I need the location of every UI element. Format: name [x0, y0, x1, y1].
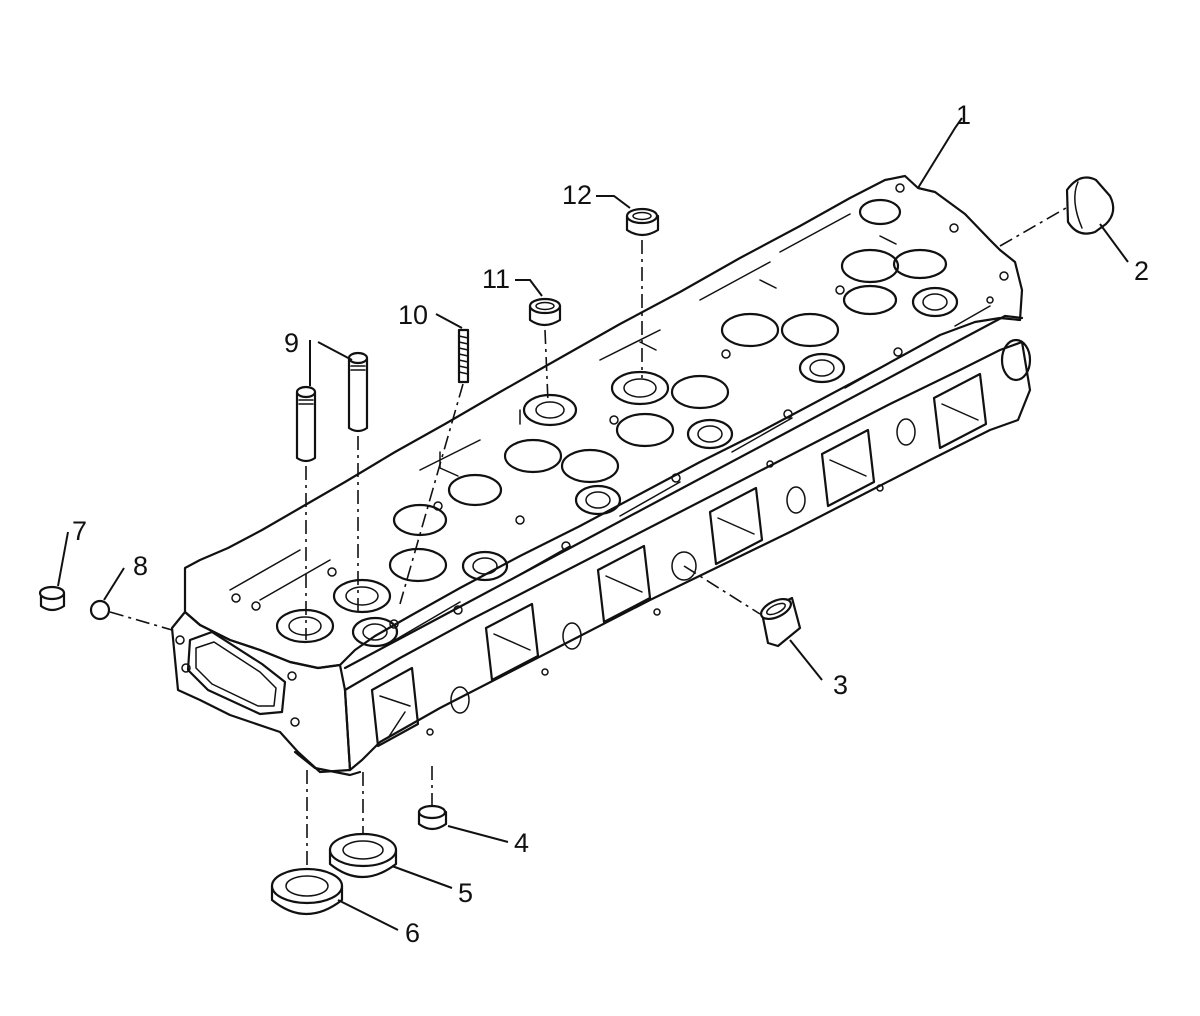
callout-9: 9: [284, 328, 299, 358]
cylinder-head-top-outline: [183, 174, 1024, 670]
part-9-valve-guides: [295, 351, 369, 463]
callout-8: 8: [133, 551, 148, 581]
callout-11: 11: [482, 264, 510, 294]
part-5-seal-ring: [328, 832, 398, 878]
side-face-holes: [426, 296, 1032, 736]
callout-4: 4: [514, 828, 529, 858]
callout-10: 10: [398, 300, 428, 330]
assembly-centerlines: [109, 207, 1067, 870]
end-face-port: [186, 630, 287, 716]
callout-12: 12: [562, 180, 592, 210]
callout-5: 5: [458, 878, 473, 908]
leader-lines: [57, 117, 1129, 931]
part-12-seat-insert: [625, 207, 660, 237]
callout-3: 3: [833, 670, 848, 700]
part-3-sleeve: [760, 596, 802, 648]
part-4-plug: [417, 804, 448, 831]
cylinder-head-side-face: [343, 340, 1032, 772]
callout-2: 2: [1134, 256, 1149, 286]
part-6-seal-ring: [270, 867, 344, 916]
exhaust-ports: [370, 372, 988, 748]
part-10-stud: [457, 328, 470, 384]
callout-6: 6: [405, 918, 420, 948]
part-8-ball: [89, 599, 111, 621]
cylinder-head-end-face: [170, 610, 352, 774]
part-7-plug: [38, 585, 66, 612]
deck-details: [229, 183, 1009, 648]
part-2-core-plug: [1065, 176, 1115, 235]
cylinder-head: [170, 174, 1032, 777]
callout-7: 7: [72, 516, 87, 546]
part-11-seat-insert: [528, 297, 562, 327]
callout-1: 1: [956, 100, 971, 130]
callout-labels: 1 2 3 4 5 6 7 8 9 10 11 12: [72, 100, 1149, 948]
